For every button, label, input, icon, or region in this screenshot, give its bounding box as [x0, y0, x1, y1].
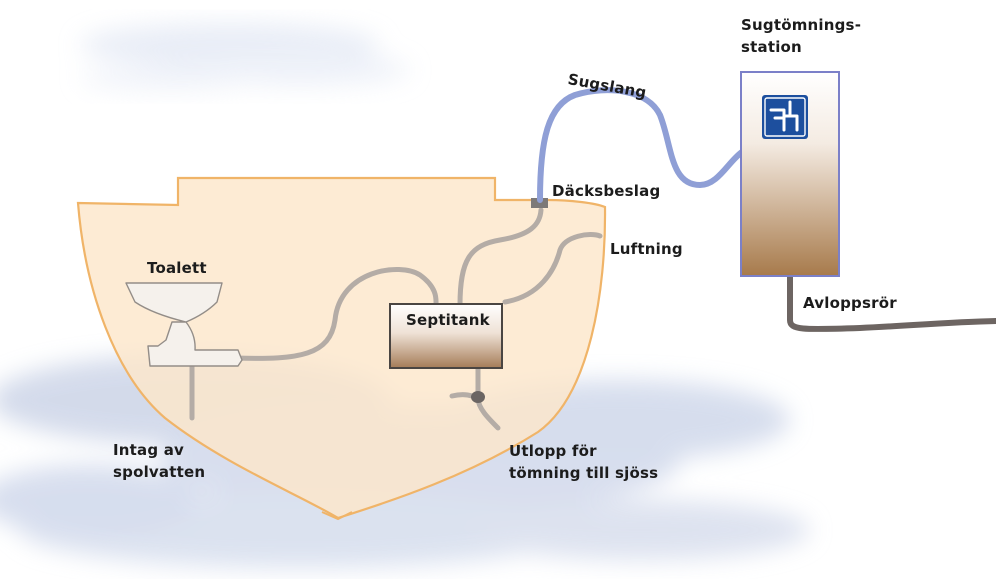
septic-tank-box	[389, 303, 503, 369]
keel	[321, 511, 353, 521]
pumpout-station-label-line1: Sugtömnings-	[741, 16, 862, 34]
sky-clouds	[80, 23, 410, 90]
pumpout-station-label: Sugtömnings- station	[741, 14, 861, 58]
suction-hose	[537, 87, 745, 203]
septic-tank-label: Septitank	[406, 311, 490, 329]
seacock-valve-icon	[471, 391, 485, 403]
outlet-label-line1: Utlopp för	[509, 442, 597, 460]
pumpout-station-label-line2: station	[741, 38, 802, 56]
toilet-to-tank-pipe	[233, 267, 439, 361]
flush-intake-label-line2: spolvatten	[113, 463, 206, 481]
vent-label: Luftning	[610, 240, 683, 258]
sewer-pipe-label: Avloppsrör	[803, 294, 897, 312]
tank-to-deck-pipe	[457, 207, 544, 308]
seacock-pipe	[449, 392, 475, 399]
toilet-label: Toalett	[147, 259, 207, 277]
vent-pipe	[502, 232, 603, 305]
flush-intake-label: Intag av spolvatten	[113, 439, 205, 483]
toilet-icon	[125, 282, 243, 367]
outlet-label: Utlopp för tömning till sjöss	[509, 440, 658, 484]
sewer-pipe	[787, 273, 996, 333]
deck-fitting-icon	[531, 198, 548, 208]
outlet-label-line2: tömning till sjöss	[509, 464, 659, 482]
boat-hull	[76, 176, 607, 520]
pump-out-station-icon	[762, 95, 808, 139]
flush-intake-label-line1: Intag av	[113, 441, 185, 459]
deck-fitting-label: Däcksbeslag	[552, 182, 661, 200]
